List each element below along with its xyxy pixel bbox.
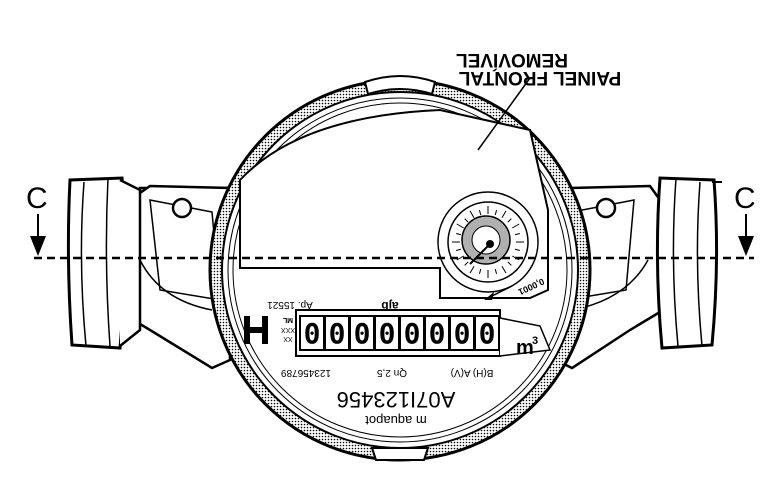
dial-tick	[507, 261, 512, 266]
left-mounting-hole	[171, 197, 193, 219]
dial-tick	[511, 223, 520, 229]
digit-value: 0	[304, 317, 321, 350]
dial-tick	[501, 210, 507, 219]
dial-arrow-icon	[484, 285, 513, 300]
digit-wheel	[324, 315, 350, 351]
digit-value: 0	[329, 317, 346, 350]
dial-tick	[455, 248, 462, 252]
dial-tick	[507, 218, 512, 223]
left-pipe-body	[118, 184, 232, 370]
dial-tick	[501, 265, 507, 274]
dial-tick	[464, 218, 469, 223]
dial-tick	[464, 261, 469, 266]
callout-label: REMOVÍVEL	[456, 49, 568, 71]
callout-line-2: PAINEL FRONTAL	[458, 67, 621, 88]
digit-value: 0	[454, 317, 471, 350]
left-section-label: C	[26, 182, 48, 215]
dial-tick	[494, 209, 498, 216]
brand-logo: ajb	[381, 299, 398, 313]
dial-tick	[469, 210, 475, 219]
flow-dial	[437, 191, 539, 293]
digit-value: 0	[479, 317, 496, 350]
digit-value: 0	[429, 317, 446, 350]
dial-pointer	[469, 243, 491, 265]
dial-tick	[455, 232, 462, 236]
digit-value: 0	[404, 317, 421, 350]
digit-value: 0	[354, 317, 371, 350]
digit-wheel	[399, 315, 425, 351]
approval-number: Ap. 15521	[267, 299, 313, 310]
dial-tick	[514, 248, 521, 252]
digit-wheel	[374, 315, 400, 351]
dial-tick	[494, 268, 498, 275]
digit-wheel	[299, 315, 325, 351]
h-logo-icon	[244, 316, 268, 344]
left-section-arrow-icon	[30, 214, 46, 256]
xx-mark: XX	[283, 335, 293, 342]
right-section-label: C	[734, 182, 756, 215]
register-unit: m	[516, 337, 534, 359]
right-coupling-nut	[655, 176, 722, 350]
register-unit-exp: 3	[532, 335, 538, 347]
dial-tick	[478, 268, 482, 275]
serial-number: 123456789	[281, 367, 331, 378]
dial-tick	[456, 255, 465, 261]
dial-tick	[456, 223, 465, 229]
left-coupling-nut	[66, 176, 142, 350]
model-number: A07I123456	[337, 387, 456, 412]
ml-mark: ML	[282, 316, 293, 323]
dial-tick	[469, 265, 475, 274]
metrological-class: B(H) A(V)	[451, 367, 494, 378]
right-section-arrow-icon	[738, 214, 754, 256]
callout-leader-line	[477, 77, 531, 151]
dial-ticks	[452, 206, 524, 278]
right-mounting-hole	[595, 197, 617, 219]
digit-wheel	[449, 315, 475, 351]
xxx-mark: XXX	[281, 326, 295, 333]
nominal-flow: Qn 2,5	[377, 367, 407, 378]
digit-wheel	[474, 315, 500, 351]
dial-tick	[478, 209, 482, 216]
brand-name: m aquapot	[365, 413, 427, 428]
digit-value: 0	[379, 317, 396, 350]
dial-tick	[514, 232, 521, 236]
callout-line-1: REMOVÍVEL	[456, 49, 568, 71]
